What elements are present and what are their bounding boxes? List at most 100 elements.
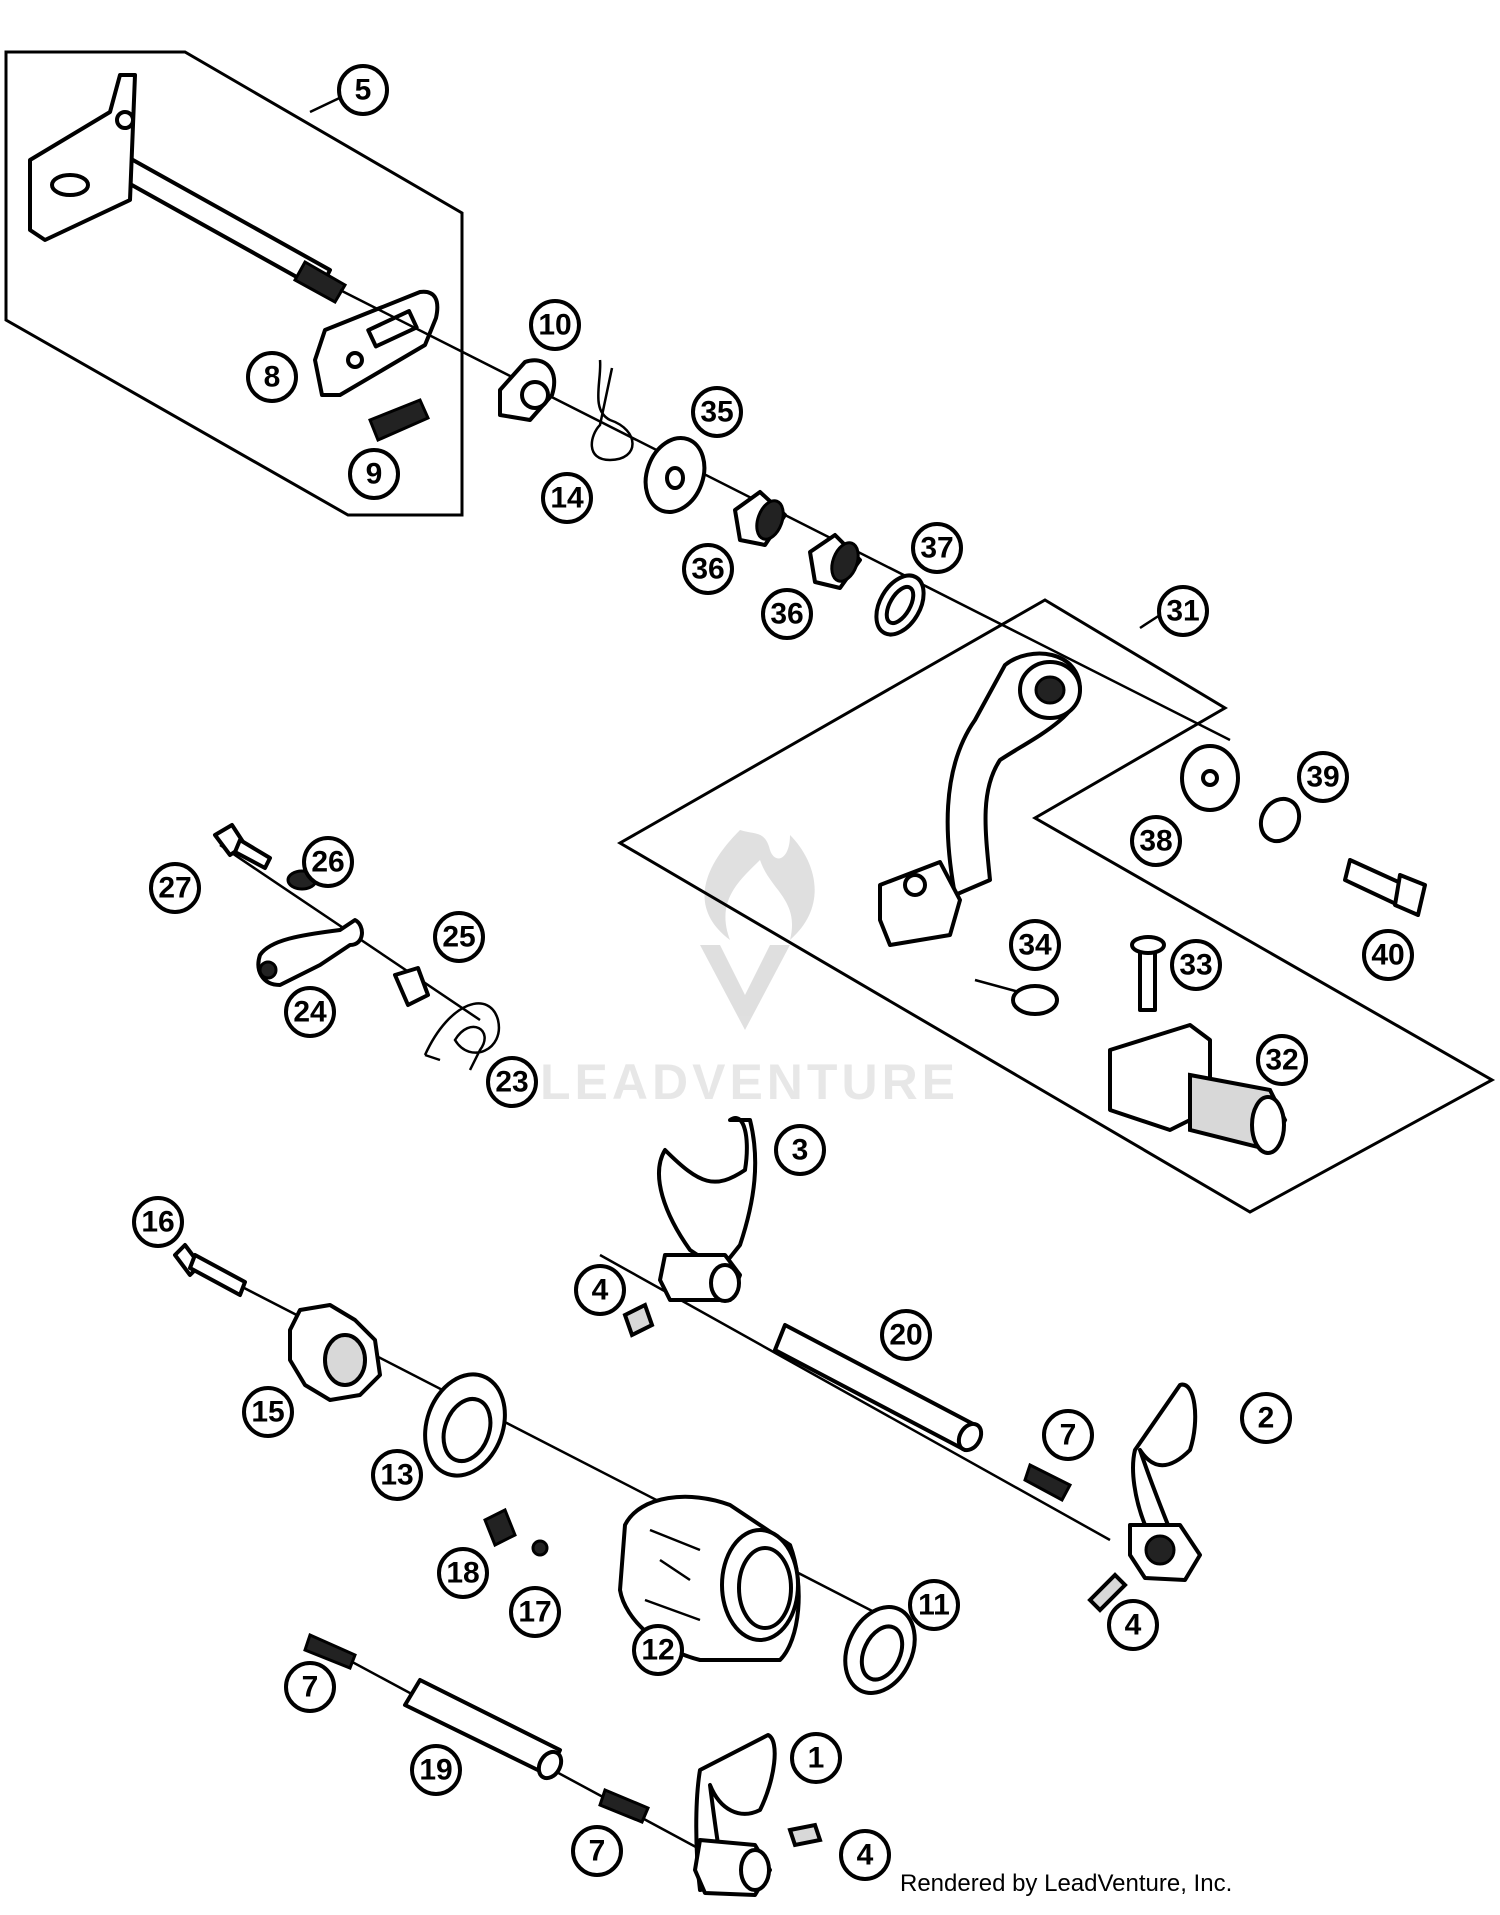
callout-4: 4 — [1107, 1599, 1159, 1651]
callout-36: 36 — [682, 543, 734, 595]
shift-fork-2 — [1131, 1382, 1198, 1552]
assembly-box-31 — [617, 598, 1496, 1214]
credit-line: Rendered by LeadVenture, Inc. — [900, 1870, 1233, 1897]
svg-text:10: 10 — [538, 309, 571, 342]
callout-7: 7 — [284, 1661, 336, 1713]
callout-24: 24 — [284, 986, 336, 1038]
svg-text:7: 7 — [1060, 1419, 1077, 1452]
callout-33: 33 — [1170, 939, 1222, 991]
callout-35: 35 — [691, 386, 743, 438]
shift-shaft-plate — [28, 73, 137, 242]
callout-7: 7 — [571, 1825, 623, 1877]
callout-13: 13 — [371, 1449, 423, 1501]
roller-25 — [393, 966, 430, 1007]
svg-text:4: 4 — [592, 1274, 609, 1307]
svg-text:5: 5 — [355, 74, 372, 107]
callout-23: 23 — [486, 1056, 538, 1108]
callout-5: 5 — [337, 64, 389, 116]
spring-7b — [303, 1632, 357, 1670]
callout-12: 12 — [632, 1624, 684, 1676]
watermark-logo — [700, 830, 815, 1030]
svg-text:18: 18 — [446, 1557, 479, 1590]
spring-clip-14 — [590, 359, 634, 462]
callout-9: 9 — [348, 448, 400, 500]
svg-text:14: 14 — [550, 482, 584, 515]
callout-34: 34 — [1009, 919, 1061, 971]
svg-text:34: 34 — [1018, 929, 1052, 962]
svg-text:4: 4 — [1125, 1609, 1142, 1642]
svg-text:25: 25 — [442, 921, 475, 954]
svg-text:20: 20 — [889, 1319, 922, 1352]
svg-text:31: 31 — [1166, 595, 1199, 628]
callout-37: 37 — [911, 522, 963, 574]
svg-text:36: 36 — [691, 553, 724, 586]
fork-shaft-20 — [773, 1323, 977, 1452]
shift-lever-assembly — [617, 598, 1496, 1214]
pin-4c — [787, 1822, 823, 1848]
spring-7c — [598, 1787, 650, 1824]
callout-14: 14 — [541, 472, 593, 524]
callout-39: 39 — [1297, 751, 1349, 803]
callout-27: 27 — [149, 862, 201, 914]
svg-text:37: 37 — [920, 532, 953, 565]
shift-shaft — [103, 148, 332, 292]
callout-38: 38 — [1130, 815, 1182, 867]
callout-36: 36 — [761, 588, 813, 640]
svg-text:1: 1 — [808, 1742, 825, 1775]
shift-fork-3 — [657, 1116, 758, 1272]
callout-4: 4 — [574, 1264, 626, 1316]
svg-text:24: 24 — [293, 996, 327, 1029]
spring-34 — [1011, 984, 1059, 1016]
callout-1: 1 — [790, 1732, 842, 1784]
watermark-text: LEADVENTURE — [540, 1054, 960, 1110]
svg-text:27: 27 — [158, 872, 191, 905]
callout-7: 7 — [1042, 1409, 1094, 1461]
svg-text:3: 3 — [792, 1134, 809, 1167]
washer-39 — [1258, 796, 1302, 844]
svg-text:40: 40 — [1371, 939, 1404, 972]
spring-23 — [423, 1002, 501, 1071]
svg-text:23: 23 — [495, 1066, 528, 1099]
spring-9 — [368, 398, 430, 442]
svg-text:32: 32 — [1265, 1044, 1298, 1077]
shaft-spline — [292, 259, 348, 305]
callout-10: 10 — [529, 299, 581, 351]
svg-text:7: 7 — [589, 1835, 606, 1868]
callout-11: 11 — [908, 1579, 960, 1631]
shift-shaft-assembly — [4, 50, 464, 517]
screw-17 — [531, 1539, 549, 1557]
callout-17: 17 — [509, 1586, 561, 1638]
svg-text:35: 35 — [700, 396, 733, 429]
svg-text:17: 17 — [518, 1596, 551, 1629]
svg-text:8: 8 — [264, 361, 281, 394]
callout-40: 40 — [1362, 929, 1414, 981]
callout-18: 18 — [437, 1547, 489, 1599]
detent-18 — [483, 1507, 517, 1548]
svg-text:19: 19 — [419, 1754, 452, 1787]
svg-text:4: 4 — [857, 1839, 874, 1872]
callout-3: 3 — [774, 1124, 826, 1176]
pin-4a — [622, 1302, 655, 1338]
svg-text:16: 16 — [141, 1206, 174, 1239]
svg-text:36: 36 — [770, 598, 803, 631]
pin-4b — [1087, 1572, 1128, 1613]
svg-text:12: 12 — [641, 1634, 674, 1667]
leader-lines — [309, 91, 1161, 630]
callout-31: 31 — [1157, 585, 1209, 637]
callout-20: 20 — [880, 1309, 932, 1361]
callout-2: 2 — [1240, 1392, 1292, 1444]
callouts: 1 2 3 4 4 4 5 7 7 7 8 9 10 11 12 13 14 1… — [132, 64, 1414, 1881]
detent-lever-24 — [256, 918, 364, 987]
svg-text:38: 38 — [1139, 825, 1172, 858]
svg-text:2: 2 — [1258, 1402, 1275, 1435]
svg-text:26: 26 — [311, 846, 344, 879]
callout-19: 19 — [410, 1744, 462, 1796]
callout-32: 32 — [1256, 1034, 1308, 1086]
svg-text:9: 9 — [366, 458, 383, 491]
svg-text:11: 11 — [918, 1589, 950, 1622]
callout-16: 16 — [132, 1196, 184, 1248]
assembly-box-5 — [4, 50, 464, 517]
shift-drum-group — [173, 1116, 1202, 1897]
svg-text:39: 39 — [1306, 761, 1339, 794]
